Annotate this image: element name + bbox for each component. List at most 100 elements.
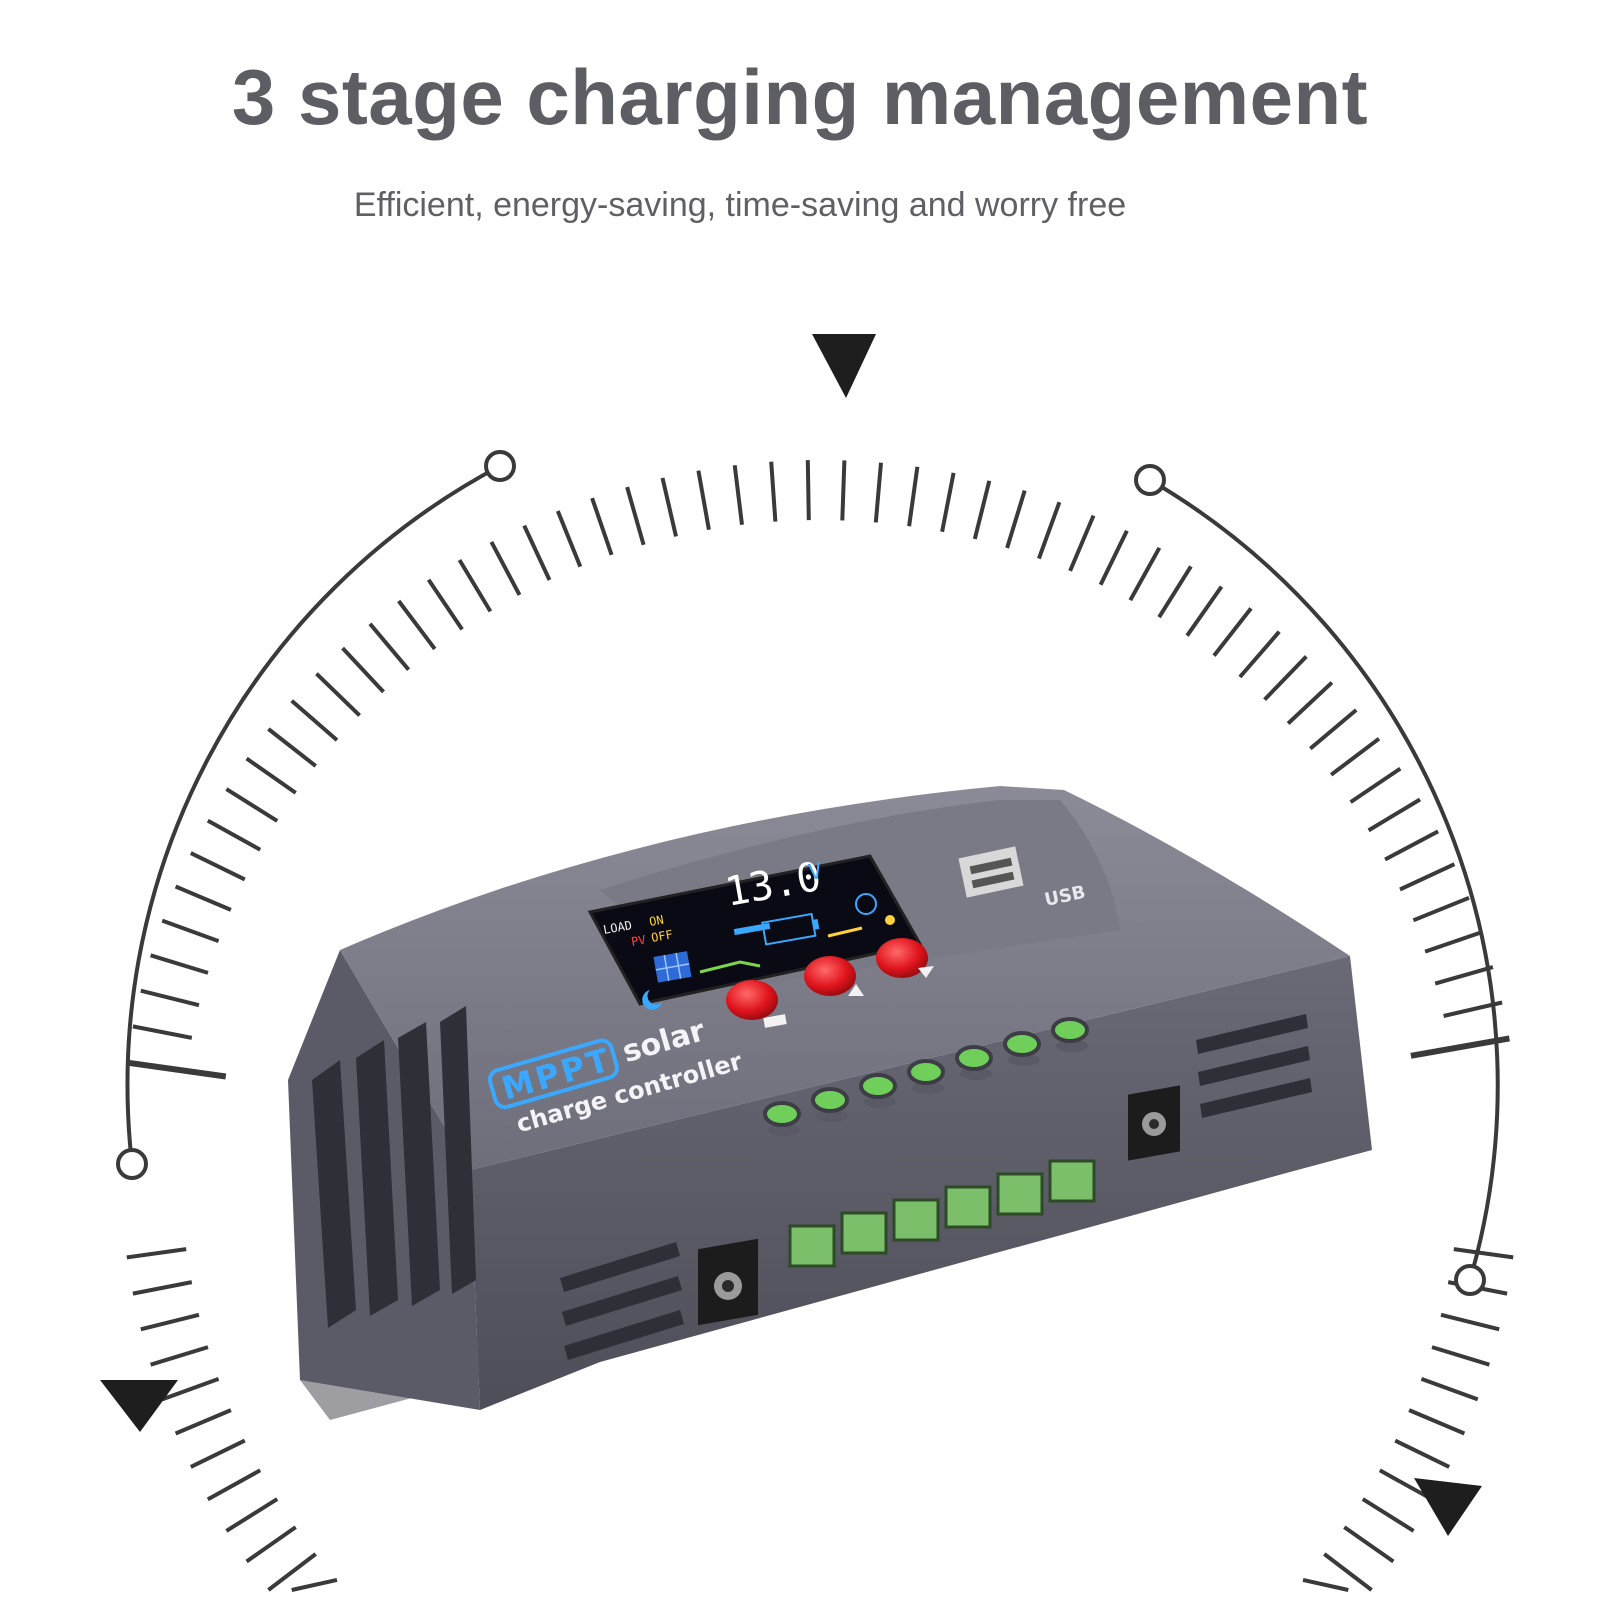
- arrow-up-icon: [848, 984, 864, 996]
- dial-tick: [769, 461, 778, 522]
- terminal-block: [996, 1172, 1044, 1216]
- dial-tick: [1434, 965, 1494, 986]
- arrow-down-icon: [100, 1380, 178, 1432]
- dial-tick: [1068, 514, 1096, 572]
- dial-tick: [126, 1059, 227, 1080]
- dial-tick: [140, 988, 200, 1008]
- dial-tick: [1212, 607, 1253, 657]
- dial-tick: [132, 1024, 193, 1040]
- dial-tick: [1399, 862, 1456, 892]
- dial-tick: [489, 540, 522, 596]
- dial-tick: [457, 558, 493, 613]
- dial-tick: [189, 851, 246, 882]
- dial-tick: [1128, 546, 1162, 602]
- display-flow-line: [827, 926, 863, 938]
- dial-tick: [1323, 1552, 1373, 1592]
- terminal-screw: [1056, 1040, 1088, 1052]
- down-button[interactable]: [876, 938, 934, 978]
- dial-tick: [1037, 501, 1062, 560]
- status-led: [1003, 1031, 1041, 1057]
- dial-tick: [1263, 655, 1308, 701]
- dial-tick: [368, 622, 411, 671]
- dial-node: [116, 1148, 148, 1180]
- dial-tick: [1440, 1312, 1500, 1332]
- dial-tick: [150, 953, 209, 975]
- arrow-down-icon: [1414, 1478, 1482, 1536]
- dial-tick: [1329, 737, 1381, 777]
- dial-ticks: [126, 460, 1514, 1592]
- dial-arcs: [116, 450, 1500, 1296]
- dial-tick: [1410, 1035, 1510, 1059]
- dial-tick: [189, 1438, 246, 1469]
- tagline: Efficient, energy-saving, time-saving an…: [353, 186, 1127, 224]
- display-load-state: ON: [648, 913, 665, 929]
- dial-tick: [732, 464, 744, 526]
- status-led: [859, 1073, 897, 1099]
- dial-tick: [161, 1377, 220, 1402]
- dial-tick: [590, 497, 614, 556]
- usb-port: [958, 846, 1024, 898]
- dial-tick: [1424, 930, 1483, 954]
- vents-left: [312, 1006, 476, 1328]
- terminal-block: [788, 1224, 836, 1268]
- dial-tick: [625, 486, 646, 546]
- dial-tick: [426, 578, 464, 631]
- mppt-badge: [488, 1038, 619, 1110]
- menu-button[interactable]: [726, 980, 787, 1028]
- dial-tick: [1420, 1377, 1479, 1402]
- dial-node: [1454, 1264, 1486, 1296]
- terminal-block: [840, 1211, 888, 1255]
- terminal-block: [944, 1185, 992, 1229]
- dial-tick: [840, 460, 847, 521]
- headline: 3 stage charging management: [231, 53, 1369, 141]
- dial-tick: [1412, 895, 1470, 923]
- dial-tick: [660, 477, 678, 537]
- display-unit: V: [807, 859, 824, 886]
- dial-tick: [150, 1345, 209, 1367]
- dial-tick: [1378, 1468, 1434, 1502]
- dial-tick: [1431, 1345, 1490, 1367]
- dc-jack-right: [1128, 1085, 1180, 1161]
- vents-right: [1196, 1014, 1312, 1118]
- status-led: [907, 1059, 945, 1085]
- dial-arc-left: [125, 464, 501, 1165]
- dial-tick: [1157, 565, 1193, 619]
- terminal-block: [1048, 1159, 1096, 1203]
- vents-front: [560, 1242, 684, 1360]
- device-front: [470, 956, 1372, 1410]
- terminal-blocks: [788, 1159, 1096, 1268]
- dial-tick: [940, 472, 956, 533]
- dial-tick: [1343, 1525, 1395, 1564]
- arrow-down-icon: [812, 334, 876, 398]
- dial-tick: [1286, 681, 1334, 725]
- arrow-down-icon: [918, 966, 934, 978]
- dial-tick: [245, 1525, 297, 1564]
- dial-tick: [341, 646, 385, 694]
- dial-node: [1134, 464, 1166, 496]
- dial-tick: [522, 524, 552, 581]
- up-button[interactable]: [804, 956, 864, 996]
- terminal-screw: [864, 1096, 896, 1108]
- dial-tick: [397, 599, 437, 651]
- terminal-screw: [768, 1124, 800, 1136]
- terminal-block: [892, 1198, 940, 1242]
- dial-tick: [1367, 797, 1422, 833]
- dial-tick: [245, 756, 297, 795]
- status-leds: [763, 1017, 1089, 1127]
- dial-tick: [126, 1247, 187, 1260]
- dial-tick: [1098, 529, 1129, 586]
- dial-tick: [291, 1577, 338, 1592]
- status-led: [763, 1101, 801, 1127]
- dial-tick: [873, 462, 883, 523]
- dial-tick: [696, 470, 711, 531]
- dial-tick: [805, 460, 811, 521]
- dial-tick: [1361, 1497, 1415, 1533]
- dial-arc-right: [1148, 478, 1500, 1281]
- menu-icon: [763, 1014, 787, 1028]
- display-load-label: LOAD: [602, 918, 633, 937]
- dial-tick: [315, 672, 361, 717]
- terminal-screw: [1008, 1054, 1040, 1066]
- dc-jack-left: [698, 1238, 758, 1326]
- dial-tick: [206, 818, 262, 852]
